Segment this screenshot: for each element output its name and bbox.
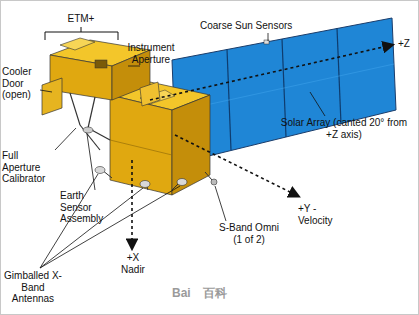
watermark: Bai [172,287,202,301]
axis-label: +Y -Velocity [298,203,348,226]
part-label: Cooler Door (open) [2,66,42,101]
part-label: Instrument Aperture [120,42,182,65]
part-label: Gimballed X-Band Antennas [4,270,62,305]
part-label: S-Band Omni (1 of 2) [216,222,282,245]
watermark: 百科 [203,287,243,301]
instrument-name: ETM+ [61,13,101,25]
axis-label: +X Nadir [116,252,150,275]
part-label: Coarse Sun Sensors [200,20,310,32]
axis-label: +Z [398,38,416,50]
part-label: Full Aperture Calibrator [2,150,56,185]
part-label: Solar Array (canted 20° from +Z axis) [280,117,408,140]
part-label: Earth Sensor Assembly [60,190,108,225]
